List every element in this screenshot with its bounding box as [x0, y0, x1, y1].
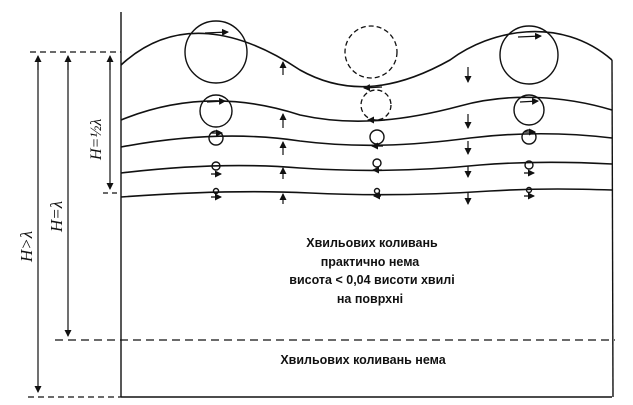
right-frame-line: [611, 59, 614, 398]
arrow-trough-1: [363, 84, 383, 92]
label-h-eq-lambda: H=λ: [47, 201, 66, 233]
arrow-crest-left-2: [206, 97, 226, 105]
arrow-crest-left-1: [204, 28, 229, 36]
zone-text-line-2: практично нема: [321, 255, 421, 269]
orbit-circle-trough-2: [360, 89, 392, 121]
orbit-circles: [184, 20, 559, 195]
orbit-circles-dashed: [344, 25, 398, 121]
orbit-circle-trough-5: [373, 187, 381, 195]
frame: [120, 12, 614, 398]
wave-layer-2: [120, 96, 613, 123]
zone-text-line-3: висота < 0,04 висоти хвилі: [289, 273, 454, 287]
orbit-circle-trough-4: [372, 158, 382, 168]
orbit-circle-trough-1: [344, 25, 398, 79]
zone-text-line-4: на поврхні: [337, 292, 403, 306]
surface-wave: [120, 30, 613, 88]
arrow-crest-right-1: [517, 32, 542, 40]
orbit-circle-crest-right-1: [499, 25, 559, 85]
dimension-lines: [28, 51, 615, 398]
label-h-gt-lambda: H>λ: [17, 231, 36, 263]
wave-profiles: [120, 30, 613, 198]
wave-layer-3: [120, 133, 613, 148]
orbit-circle-crest-right-4: [524, 160, 534, 170]
label-h-half-lambda: H=½λ: [88, 119, 105, 161]
orbit-direction-arrows: [204, 28, 542, 201]
orbit-circle-crest-left-2: [199, 94, 233, 128]
orbit-circle-crest-right-2: [513, 94, 545, 126]
arrow-crest-right-2: [519, 97, 539, 105]
zone-text-line-1: Хвильових коливань: [306, 236, 438, 250]
wave-layer-4: [120, 161, 613, 174]
orbit-circle-crest-left-4: [211, 161, 221, 171]
wave-layer-5: [120, 188, 613, 198]
bottom-zone-text: Хвильових коливань нема: [280, 353, 446, 367]
vertical-motion-arrows: [279, 61, 472, 205]
orbit-circle-crest-left-1: [184, 20, 248, 84]
orbit-circle-trough-3: [369, 129, 385, 145]
